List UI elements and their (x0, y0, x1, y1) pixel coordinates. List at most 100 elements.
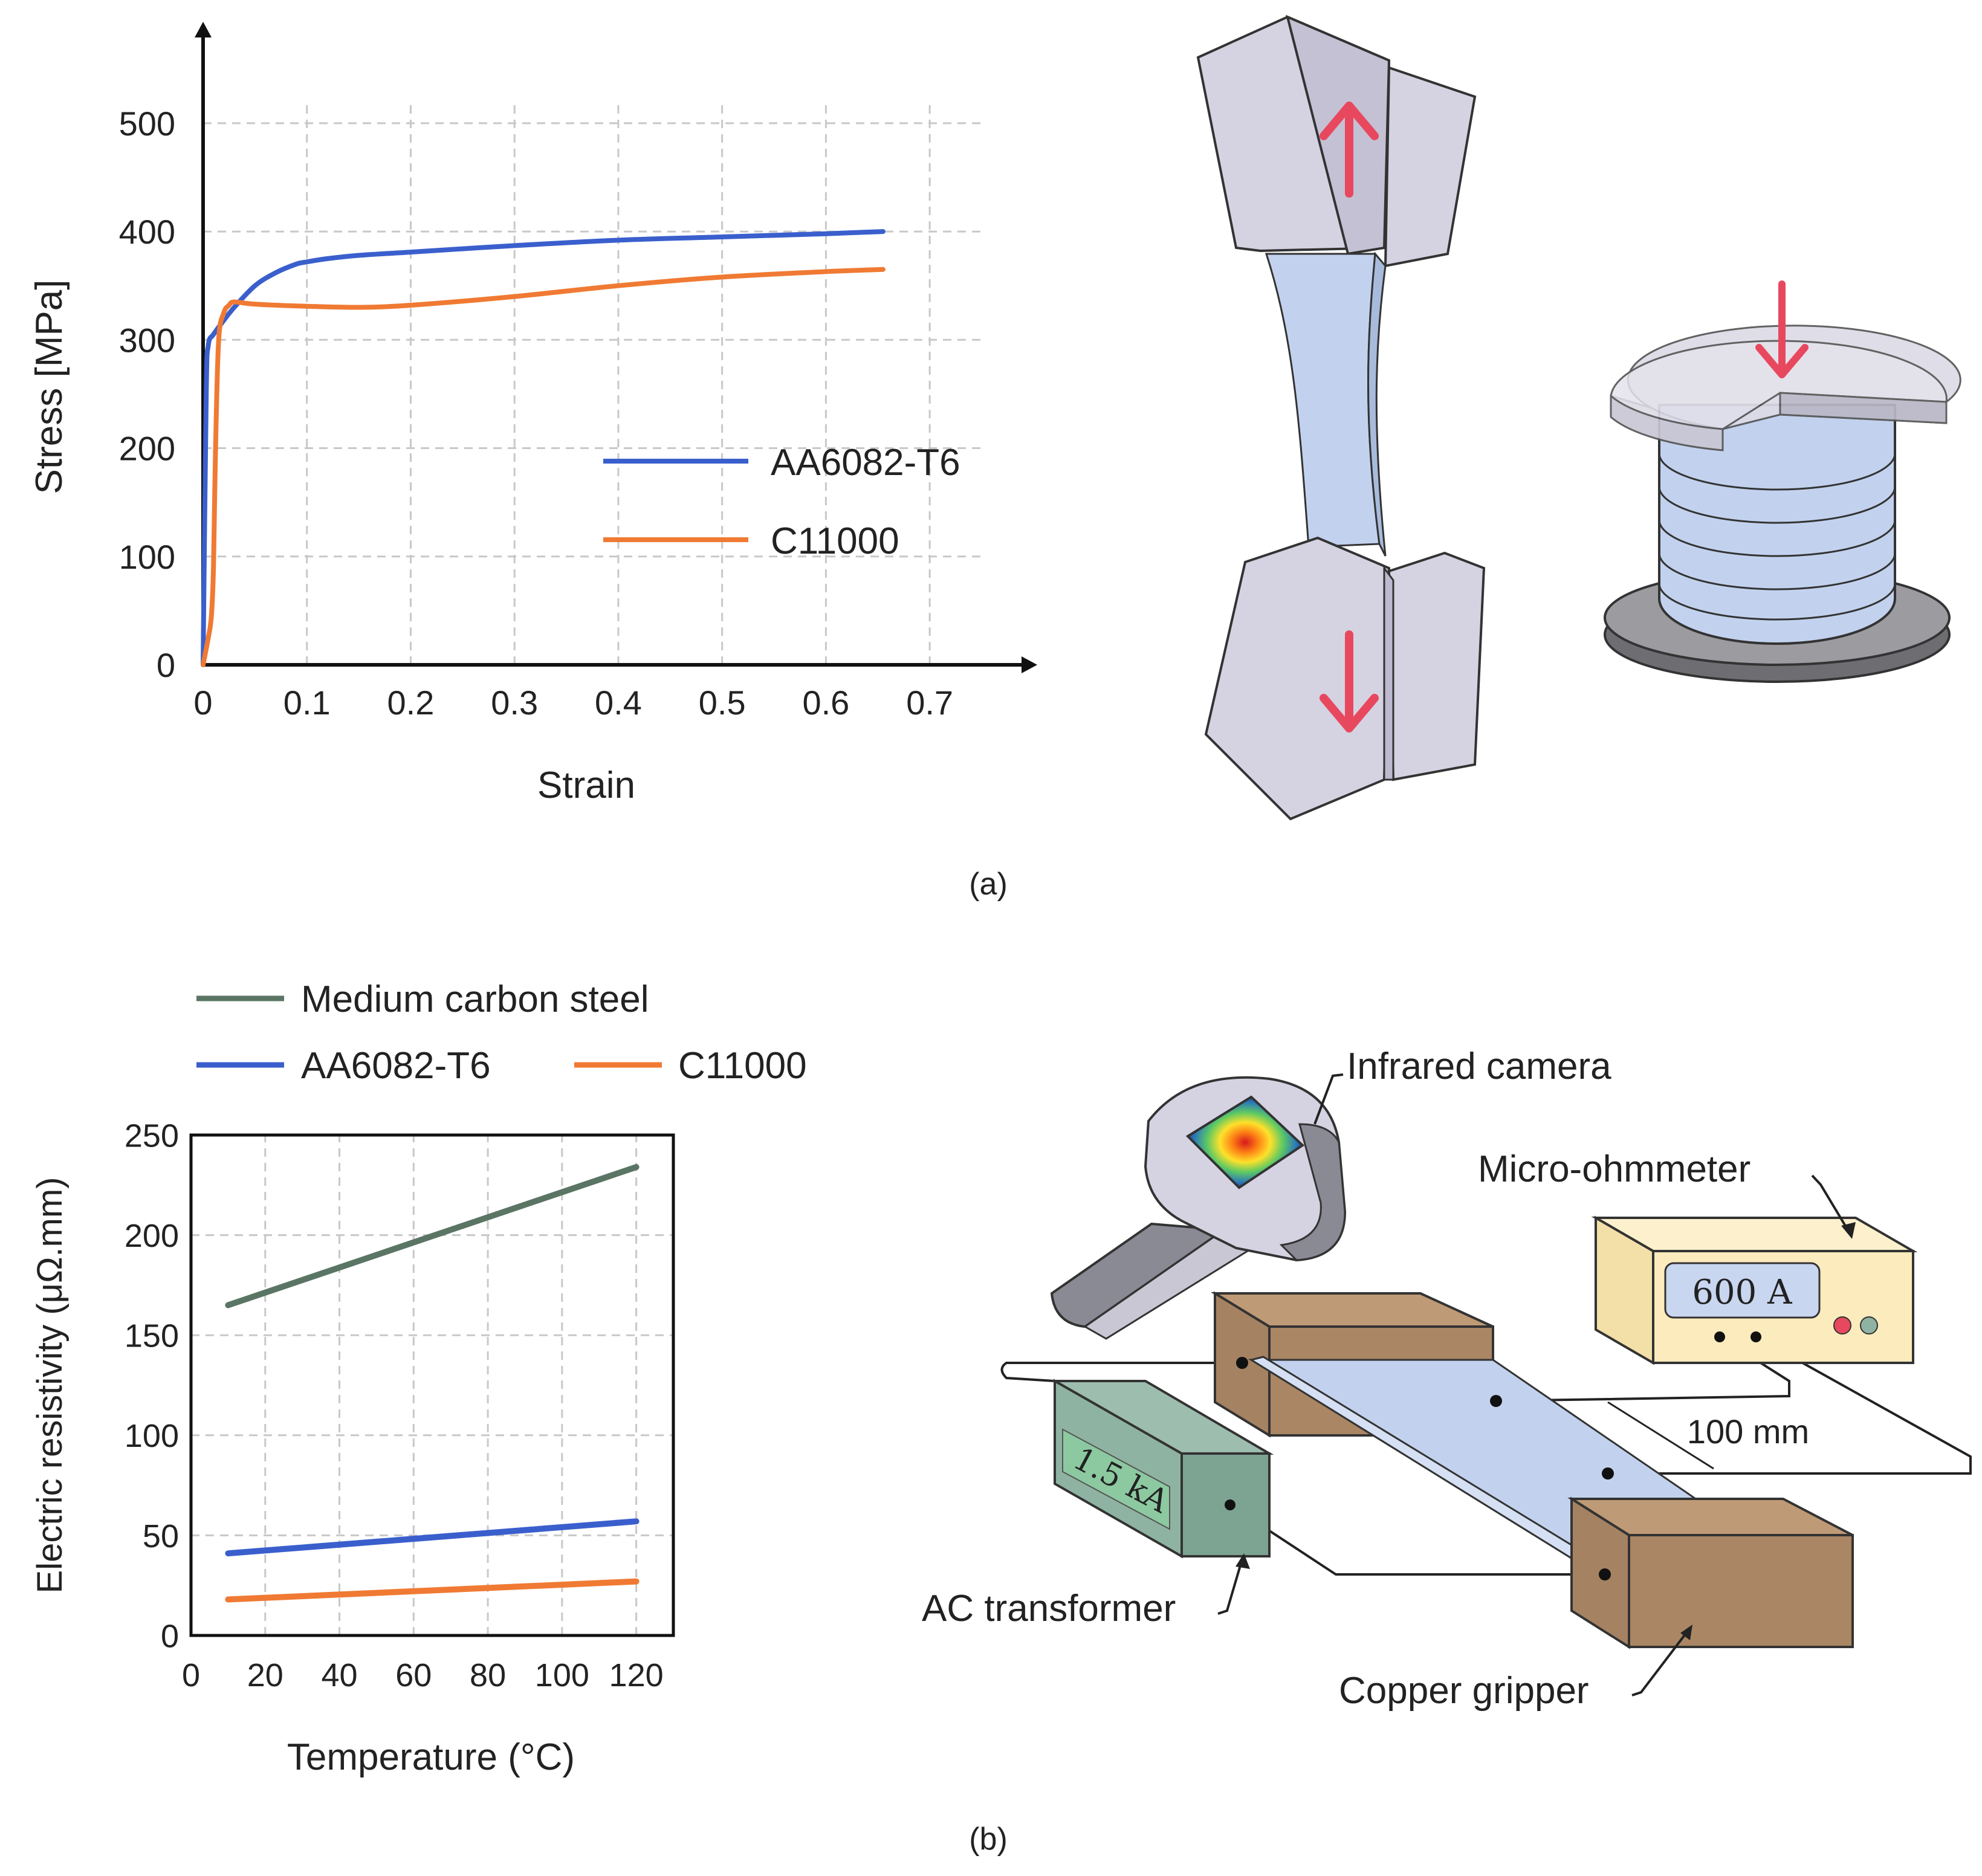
y-tick-label: 150 (125, 1318, 179, 1354)
gripper-leader-arrow-icon (1680, 1625, 1692, 1640)
y-tick-label: 50 (143, 1518, 179, 1554)
legend-label-aa6082-b: AA6082-T6 (301, 1045, 491, 1087)
x-tick-label: 40 (321, 1657, 357, 1693)
compression-stack-diagram (1604, 280, 1961, 683)
ac-transformer-box: 1.5 kA (1050, 1379, 1274, 1559)
x-tick-label: 0.1 (283, 684, 331, 722)
ohmmeter-screen (1664, 1262, 1821, 1319)
y-tick-label: 100 (125, 1418, 179, 1454)
transformer-leader-line (1217, 1559, 1243, 1615)
ac-transformer-label: AC transformer (922, 1588, 1176, 1629)
y-tick-label: 0 (161, 1618, 179, 1654)
bottom-grip (1204, 536, 1486, 821)
chart-a-x-label: Strain (537, 765, 635, 806)
y-axis-arrow-icon (195, 22, 212, 37)
resistivity-setup-diagram: 100 mm 1.5 kA 600 A (922, 1046, 1972, 1712)
legend-label-c11000: C11000 (771, 520, 899, 562)
chart-a-series (201, 229, 886, 667)
thermal-image (1185, 1095, 1305, 1189)
x-tick-label: 80 (470, 1657, 506, 1693)
infrared-camera (1050, 1073, 1347, 1340)
transformer-wire-top (1000, 1362, 1242, 1382)
y-tick-label: 200 (119, 430, 175, 468)
y-tick-label: 500 (119, 105, 175, 143)
gauge-length-label: 100 mm (1687, 1412, 1809, 1451)
transformer-leader-arrow-icon (1236, 1553, 1250, 1569)
ohmmeter-terminal-1 (1714, 1331, 1725, 1342)
x-tick-label: 0 (182, 1657, 200, 1693)
x-tick-label: 0.4 (595, 684, 642, 722)
y-tick-label: 200 (125, 1218, 179, 1254)
copper-gripper-label: Copper gripper (1339, 1670, 1589, 1712)
legend-label-aa6082: AA6082-T6 (771, 442, 960, 484)
x-tick-label: 20 (247, 1657, 283, 1693)
ohmmeter-display: 600 A (1692, 1273, 1792, 1312)
ohmmeter-leader-line (1811, 1174, 1851, 1234)
chart-a-x-ticks: 0 0.1 0.2 0.3 0.4 0.5 0.6 0.7 (193, 684, 953, 722)
chart-b-series (225, 1164, 640, 1603)
chart-b-x-ticks: 0 20 40 60 80 100 120 (182, 1657, 664, 1693)
x-tick-label: 0 (193, 684, 212, 722)
probe-dot-2 (1602, 1467, 1614, 1480)
series-line-c11000 (201, 267, 886, 667)
contact-dot-1 (1236, 1357, 1248, 1369)
chart-b-y-ticks: 0 50 100 150 200 250 (125, 1118, 179, 1654)
legend-label-c11000-b: C11000 (678, 1045, 807, 1087)
chart-a-y-ticks: 0 100 200 300 400 500 (119, 105, 175, 684)
x-tick-label: 60 (395, 1657, 432, 1693)
chart-a-axes (195, 22, 1037, 673)
y-tick-label: 100 (119, 538, 175, 576)
ohmmeter-terminal-2 (1750, 1331, 1761, 1342)
series-line-aa6082-t6 (225, 1518, 640, 1557)
tension-arrow-down-icon (1320, 630, 1379, 733)
x-tick-label: 0.5 (699, 684, 746, 722)
top-platen (1610, 325, 1961, 451)
y-tick-label: 250 (125, 1118, 179, 1154)
caption-a: (a) (969, 867, 1008, 902)
x-axis-arrow-icon (1022, 656, 1037, 673)
probe-wire-2 (1608, 1336, 1972, 1475)
x-tick-label: 0.6 (802, 684, 849, 722)
micro-ohmmeter-box: 600 A (1591, 1215, 1918, 1365)
x-tick-label: 0.2 (387, 684, 435, 722)
x-tick-label: 100 (535, 1657, 589, 1693)
y-tick-label: 400 (119, 213, 175, 251)
ohmmeter-red-button-icon (1833, 1316, 1851, 1334)
series-line-c11000 (225, 1578, 640, 1603)
x-tick-label: 120 (609, 1657, 664, 1693)
micro-ohmmeter-label: Micro-ohmmeter (1478, 1148, 1750, 1190)
series-line-aa6082-t6 (201, 229, 886, 667)
ohmmeter-green-button-icon (1860, 1316, 1878, 1334)
copper-gripper-front (1567, 1496, 1854, 1649)
y-tick-label: 0 (157, 646, 175, 684)
probe-dot-1 (1490, 1395, 1502, 1407)
resistivity-chart: Medium carbon steel AA6082-T6 C11000 0 20… (30, 978, 807, 1778)
camera-leader-line (1313, 1073, 1344, 1125)
x-tick-label: 0.3 (491, 684, 538, 722)
specimen-neck (1265, 251, 1387, 557)
compression-arrow-icon (1755, 280, 1809, 378)
gripper-leader-line (1631, 1628, 1691, 1696)
tension-arrow-up-icon (1320, 102, 1379, 198)
contact-dot-2 (1599, 1568, 1611, 1580)
chart-a-y-label: Stress [MPa] (28, 280, 70, 494)
chart-b-frame (189, 1133, 675, 1637)
y-tick-label: 300 (119, 321, 175, 359)
chart-a-grid (203, 102, 982, 665)
infrared-camera-label: Infrared camera (1347, 1046, 1611, 1087)
top-grip (1196, 15, 1477, 268)
chart-b-legend: Medium carbon steel AA6082-T6 C11000 (196, 978, 807, 1087)
gauge-line (1607, 1401, 1714, 1470)
chart-b-y-label: Electric resistivity (μΩ.mm) (30, 1177, 70, 1594)
chart-b-x-label: Temperature (°C) (287, 1736, 575, 1778)
chart-b-grid (191, 1134, 673, 1635)
transformer-terminal (1225, 1499, 1236, 1510)
caption-b: (b) (969, 1822, 1008, 1857)
legend-label-steel: Medium carbon steel (301, 978, 649, 1020)
series-line-medium-carbon-steel (225, 1164, 640, 1308)
x-tick-label: 0.7 (906, 684, 953, 722)
tensile-specimen-diagram (1196, 15, 1486, 821)
ohmmeter-leader-arrow-icon (1841, 1222, 1856, 1239)
